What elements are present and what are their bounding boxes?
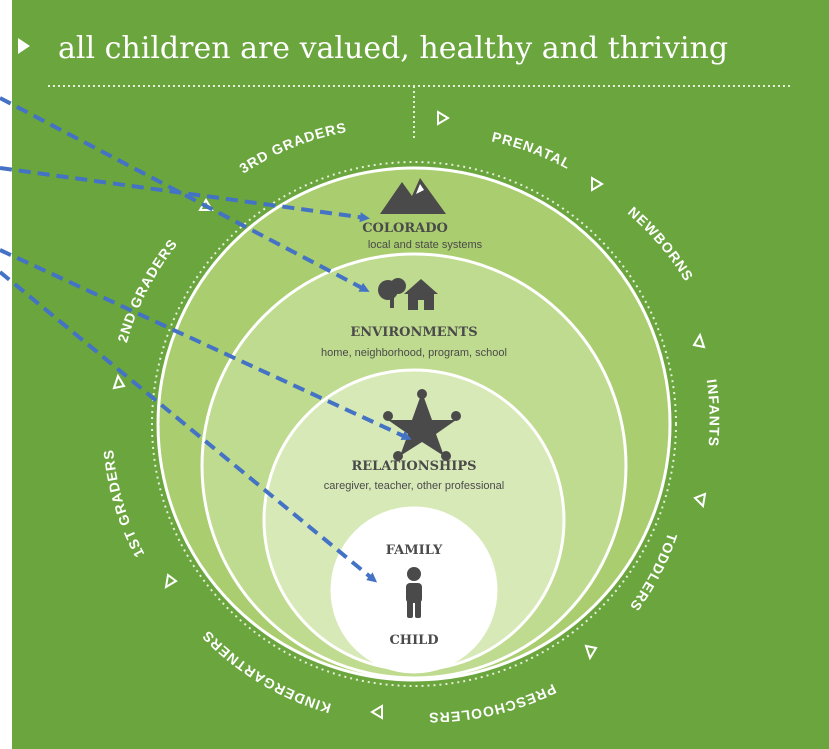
family-title: FAMILY xyxy=(386,543,443,558)
environments-subtitle: home, neighborhood, program, school xyxy=(321,347,507,359)
ring-arrow-icon xyxy=(164,573,178,589)
child-icon xyxy=(406,567,422,618)
ring-arrow-icon xyxy=(692,332,706,349)
child-title: CHILD xyxy=(389,633,438,648)
arrow-to-colorado xyxy=(0,166,370,223)
arrow-to-child xyxy=(0,270,378,583)
ring-arrows xyxy=(112,110,707,720)
mountains-icon xyxy=(380,178,446,214)
ring-arrow-icon xyxy=(437,110,450,126)
ring-label-infants: INFANTS xyxy=(704,378,723,448)
annotation-arrows xyxy=(0,96,412,583)
relationships-subtitle: caregiver, teacher, other professional xyxy=(324,480,504,492)
arrow-to-environments xyxy=(0,96,370,292)
environments-title: ENVIRONMENTS xyxy=(350,325,477,340)
ring-arrow-icon xyxy=(584,644,598,661)
people-star-icon xyxy=(383,389,461,461)
header-title: all children are valued, healthy and thr… xyxy=(58,31,728,66)
colorado-subtitle: local and state systems xyxy=(368,239,483,251)
colorado-title: COLORADO xyxy=(362,221,448,236)
ring-arrow-icon xyxy=(370,704,383,720)
ring-arrow-icon xyxy=(693,492,707,509)
ring-arrow-icon xyxy=(112,373,126,390)
tree-house-icon xyxy=(378,278,438,310)
relationships-title: RELATIONSHIPS xyxy=(351,459,476,474)
header-bullet-icon xyxy=(18,38,30,54)
ring-arrow-icon xyxy=(591,176,604,192)
age-ring xyxy=(151,161,677,687)
